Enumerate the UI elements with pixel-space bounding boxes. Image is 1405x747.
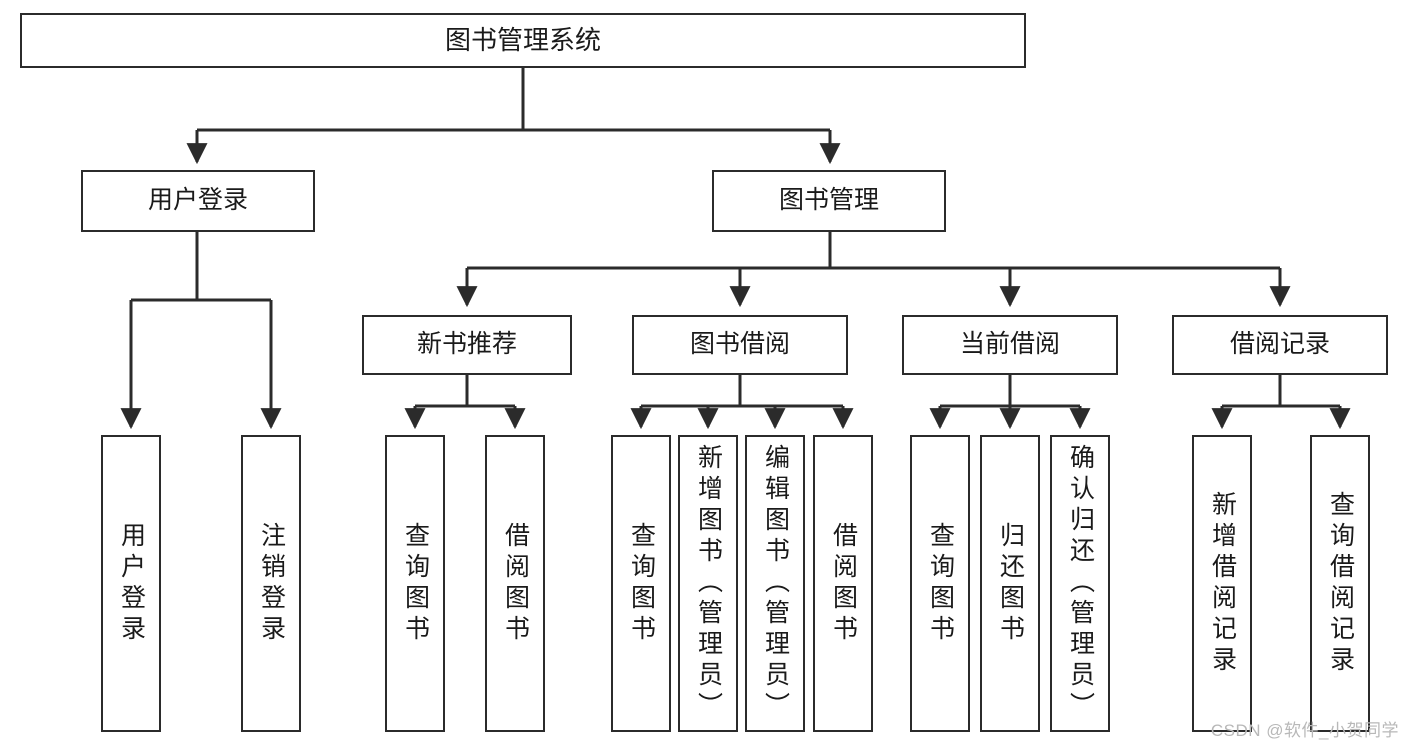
leaf-query-book-2[interactable]: 查询图书 bbox=[611, 435, 671, 732]
leaf-query-record-label: 查询借阅记录 bbox=[1326, 490, 1355, 677]
leaf-user-login[interactable]: 用户登录 bbox=[101, 435, 161, 732]
node-book-management[interactable]: 图书管理 bbox=[712, 170, 946, 232]
leaf-confirm-return-label: 确认归还（管理员） bbox=[1066, 444, 1095, 723]
leaf-confirm-return[interactable]: 确认归还（管理员） bbox=[1050, 435, 1110, 732]
node-user-login-label: 用户登录 bbox=[147, 186, 248, 215]
leaf-query-book-2-label: 查询图书 bbox=[627, 521, 656, 646]
leaf-return-book[interactable]: 归还图书 bbox=[980, 435, 1040, 732]
leaf-add-record[interactable]: 新增借阅记录 bbox=[1192, 435, 1252, 732]
leaf-add-book[interactable]: 新增图书（管理员） bbox=[678, 435, 738, 732]
node-book-borrow-label: 图书借阅 bbox=[689, 330, 790, 359]
leaf-add-record-label: 新增借阅记录 bbox=[1208, 490, 1237, 677]
leaf-query-book-1[interactable]: 查询图书 bbox=[385, 435, 445, 732]
leaf-query-book-3[interactable]: 查询图书 bbox=[910, 435, 970, 732]
node-root[interactable]: 图书管理系统 bbox=[20, 13, 1026, 68]
leaf-borrow-book-2[interactable]: 借阅图书 bbox=[813, 435, 873, 732]
node-borrow-record-label: 借阅记录 bbox=[1229, 330, 1330, 359]
leaf-borrow-book-1-label: 借阅图书 bbox=[501, 521, 530, 646]
leaf-query-book-3-label: 查询图书 bbox=[926, 521, 955, 646]
leaf-user-login-label: 用户登录 bbox=[117, 521, 146, 646]
node-book-management-label: 图书管理 bbox=[778, 186, 879, 215]
node-borrow-record[interactable]: 借阅记录 bbox=[1172, 315, 1388, 375]
node-new-book-recommend-label: 新书推荐 bbox=[416, 330, 517, 359]
leaf-query-book-1-label: 查询图书 bbox=[401, 521, 430, 646]
leaf-borrow-book-2-label: 借阅图书 bbox=[829, 521, 858, 646]
leaf-edit-book-label: 编辑图书（管理员） bbox=[761, 444, 790, 723]
leaf-return-book-label: 归还图书 bbox=[996, 521, 1025, 646]
leaf-query-record[interactable]: 查询借阅记录 bbox=[1310, 435, 1370, 732]
node-current-borrow-label: 当前借阅 bbox=[959, 330, 1060, 359]
leaf-edit-book[interactable]: 编辑图书（管理员） bbox=[745, 435, 805, 732]
csdn-watermark: CSDN @软件_小贺同学 bbox=[1210, 721, 1399, 740]
node-current-borrow[interactable]: 当前借阅 bbox=[902, 315, 1118, 375]
node-root-label: 图书管理系统 bbox=[444, 25, 601, 56]
leaf-add-book-label: 新增图书（管理员） bbox=[694, 444, 723, 723]
node-user-login[interactable]: 用户登录 bbox=[81, 170, 315, 232]
leaf-logout[interactable]: 注销登录 bbox=[241, 435, 301, 732]
node-new-book-recommend[interactable]: 新书推荐 bbox=[362, 315, 572, 375]
node-book-borrow[interactable]: 图书借阅 bbox=[632, 315, 848, 375]
leaf-logout-label: 注销登录 bbox=[257, 521, 286, 646]
leaf-borrow-book-1[interactable]: 借阅图书 bbox=[485, 435, 545, 732]
